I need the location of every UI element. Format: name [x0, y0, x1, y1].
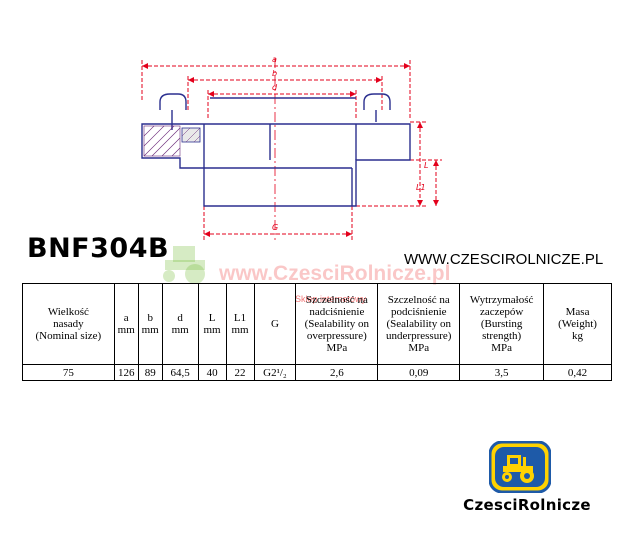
table-header-row: Wielkość nasady (Nominal size) a mm b mm… — [22, 283, 612, 365]
product-code: BNF304B — [27, 233, 170, 264]
spec-table: Wielkość nasady (Nominal size) a mm b mm… — [22, 283, 612, 381]
header-nominal-size: Wielkość nasady (Nominal size) — [22, 283, 115, 365]
header-d: d mm — [161, 283, 199, 365]
header-a: a mm — [113, 283, 139, 365]
dim-label-a: a — [272, 55, 277, 64]
header-b: b mm — [137, 283, 163, 365]
header-sealability-over: Szczelność na nadciśnienie (Sealability … — [295, 283, 379, 365]
dim-label-l: L — [424, 161, 428, 170]
dim-label-b: b — [272, 69, 277, 78]
cell-d: 64,5 — [161, 364, 199, 381]
brand-logo: CzesciRolnicze — [432, 441, 622, 526]
cell-b: 89 — [137, 364, 163, 381]
cell-nominal-size: 75 — [22, 364, 115, 381]
website-url[interactable]: WWW.CZESCIROLNICZE.PL — [404, 251, 604, 268]
header-l: L mm — [197, 283, 227, 365]
tractor-badge-icon — [489, 441, 551, 493]
technical-drawing: a b d L L1 G — [141, 55, 442, 240]
cell-a: 126 — [113, 364, 139, 381]
cell-l1: 22 — [225, 364, 255, 381]
cell-sealability-under: 0,09 — [377, 364, 461, 381]
brand-logo-text: CzesciRolnicze — [463, 496, 591, 514]
table-row: 75 126 89 64,5 40 22 G2¹/₂ 2,6 0,09 3,5 … — [22, 364, 612, 381]
header-l1: L1 mm — [225, 283, 255, 365]
header-weight: Masa (Weight) kg — [543, 283, 612, 365]
header-g: G — [253, 283, 297, 365]
header-bursting-strength: Wytrzymałość zaczepów (Bursting strength… — [459, 283, 545, 365]
section-hatch — [143, 125, 201, 157]
dim-label-g: G — [272, 223, 278, 232]
cell-weight: 0,42 — [543, 364, 612, 381]
cell-l: 40 — [197, 364, 227, 381]
dim-label-d: d — [272, 83, 278, 92]
cell-bursting-strength: 3,5 — [459, 364, 545, 381]
cell-g: G2¹/₂ — [253, 364, 297, 381]
dim-label-l1: L1 — [416, 183, 426, 192]
coupling-outline — [141, 93, 411, 207]
cell-sealability-over: 2,6 — [295, 364, 379, 381]
header-sealability-under: Szczelność na podciśnienie (Sealability … — [377, 283, 461, 365]
